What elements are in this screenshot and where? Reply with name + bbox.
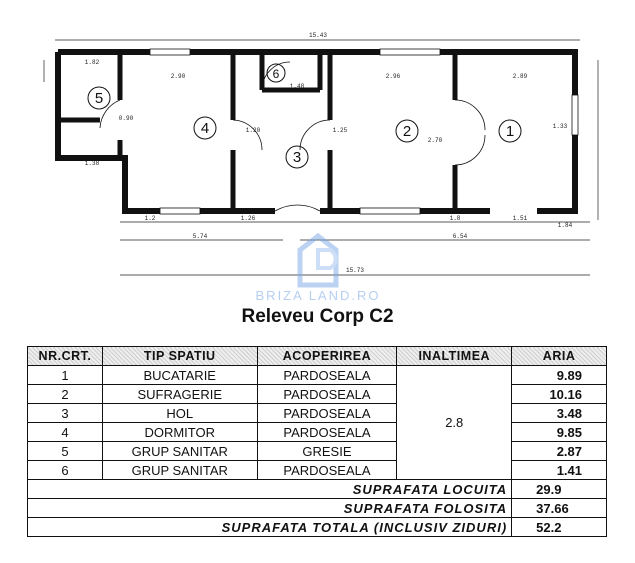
dim-bottom-c: 1.8 — [450, 215, 461, 222]
dim-bottom-a: 1.2 — [145, 215, 156, 222]
cell-nr: 5 — [27, 441, 103, 461]
cell-nr: 3 — [27, 403, 103, 423]
table-header-row: NR.CRT. TIP SPATIU ACOPERIREA INALTIMEA … — [27, 346, 607, 366]
header-nr: NR.CRT. — [27, 346, 103, 366]
header-inaltime: INALTIMEA — [396, 346, 513, 366]
watermark-text: BRIZA LAND.RO — [256, 288, 381, 300]
cell-tip: GRUP SANITAR — [101, 441, 258, 461]
table-row: 5 GRUP SANITAR GRESIE 2.87 — [27, 441, 607, 461]
cell-nr: 6 — [27, 460, 103, 480]
interior-walls — [58, 52, 458, 211]
dim-hall-door-left: 1.20 — [246, 127, 261, 134]
total-row: SUPRAFATA TOTALA (INCLUSIV ZIDURI) 52.2 — [26, 517, 607, 537]
dimension-labels: 15.43 15.73 5.74 6.54 1.82 1.38 2.90 1.4… — [85, 32, 573, 274]
cell-acoperire: PARDOSEALA — [256, 422, 398, 442]
watermark-logo — [297, 232, 339, 288]
windows — [149, 48, 579, 215]
table-row: 4 DORMITOR PARDOSEALA 9.85 — [27, 422, 607, 442]
total-row: SUPRAFATA FOLOSITA 37.66 — [26, 498, 607, 518]
total-label-totala: SUPRAFATA TOTALA (INCLUSIV ZIDURI) — [26, 517, 513, 537]
dim-right-span: 6.54 — [453, 233, 468, 240]
cell-aria: 9.89 — [511, 365, 607, 385]
dim-bottom-d: 1.51 — [513, 215, 528, 222]
dim-bottom-e: 1.84 — [558, 222, 573, 229]
room-number-6: 6 — [273, 67, 280, 81]
floor-plan: 1 2 3 4 5 6 15.43 15.73 5.74 6.54 1.82 1… — [43, 32, 599, 300]
table-row: 1 BUCATARIE PARDOSEALA 2.8 9.89 — [27, 365, 607, 480]
dim-left-span: 5.74 — [193, 233, 208, 240]
room-number-4: 4 — [201, 120, 209, 137]
header-tip: TIP SPATIU — [101, 346, 258, 366]
cell-tip: HOL — [101, 403, 258, 423]
cell-nr: 4 — [27, 422, 103, 442]
cell-aria: 3.48 — [511, 403, 607, 423]
page-title: Releveu Corp C2 — [241, 306, 394, 327]
cell-acoperire: PARDOSEALA — [256, 384, 398, 404]
cell-nr: 1 — [27, 365, 103, 385]
dimension-lines — [43, 39, 599, 276]
cell-acoperire: GRESIE — [256, 441, 398, 461]
room-number-5: 5 — [95, 90, 103, 107]
room-number-2: 2 — [403, 123, 411, 140]
cell-inaltime: 2.8 — [396, 365, 513, 480]
cell-aria: 1.41 — [511, 460, 607, 480]
cell-tip: BUCATARIE — [101, 365, 258, 385]
cell-aria: 2.87 — [511, 441, 607, 461]
dim-bottom-b: 1.26 — [241, 215, 256, 222]
dim-r2-mid: 2.70 — [428, 137, 443, 144]
table-row: 6 GRUP SANITAR PARDOSEALA 1.41 — [27, 460, 607, 480]
dim-r1-width: 2.89 — [513, 73, 528, 80]
total-value-totala: 52.2 — [511, 517, 607, 537]
cell-tip: GRUP SANITAR — [101, 460, 258, 480]
cell-acoperire: PARDOSEALA — [256, 403, 398, 423]
dim-r5-width: 1.82 — [85, 59, 100, 66]
area-table: NR.CRT. TIP SPATIU ACOPERIREA INALTIMEA … — [26, 346, 607, 537]
dim-r5-bottom: 1.38 — [85, 160, 100, 167]
room-markers: 1 2 3 4 5 6 — [87, 63, 522, 169]
total-label-locuita: SUPRAFATA LOCUITA — [26, 479, 513, 499]
cell-acoperire: PARDOSEALA — [256, 365, 398, 385]
dim-hall-door-right: 1.25 — [333, 127, 348, 134]
total-value-folosita: 37.66 — [511, 498, 607, 518]
cell-nr: 2 — [27, 384, 103, 404]
dim-r6-width: 1.48 — [290, 83, 305, 90]
total-label-folosita: SUPRAFATA FOLOSITA — [26, 498, 513, 518]
header-acoperire: ACOPERIREA — [256, 346, 398, 366]
dim-r4-width: 2.90 — [171, 73, 186, 80]
cell-aria: 10.16 — [511, 384, 607, 404]
cell-aria: 9.85 — [511, 422, 607, 442]
cell-tip: SUFRAGERIE — [101, 384, 258, 404]
dim-bottom-total: 15.73 — [346, 267, 364, 274]
total-row: SUPRAFATA LOCUITA 29.9 — [26, 479, 607, 499]
total-value-locuita: 29.9 — [511, 479, 607, 499]
dim-r1-right: 1.33 — [553, 123, 568, 130]
exterior-walls — [55, 49, 578, 214]
dim-top-total: 15.43 — [309, 32, 327, 39]
header-aria: ARIA — [511, 346, 607, 366]
dim-door-4: 0.90 — [119, 115, 134, 122]
room-number-1: 1 — [506, 123, 514, 140]
table-row: 3 HOL PARDOSEALA 3.48 — [27, 403, 607, 423]
dim-r2-width: 2.96 — [386, 73, 401, 80]
door-arcs — [99, 61, 486, 212]
cell-acoperire: PARDOSEALA — [256, 460, 398, 480]
cell-tip: DORMITOR — [101, 422, 258, 442]
table-row: 2 SUFRAGERIE PARDOSEALA 10.16 — [27, 384, 607, 404]
room-number-3: 3 — [293, 149, 301, 166]
